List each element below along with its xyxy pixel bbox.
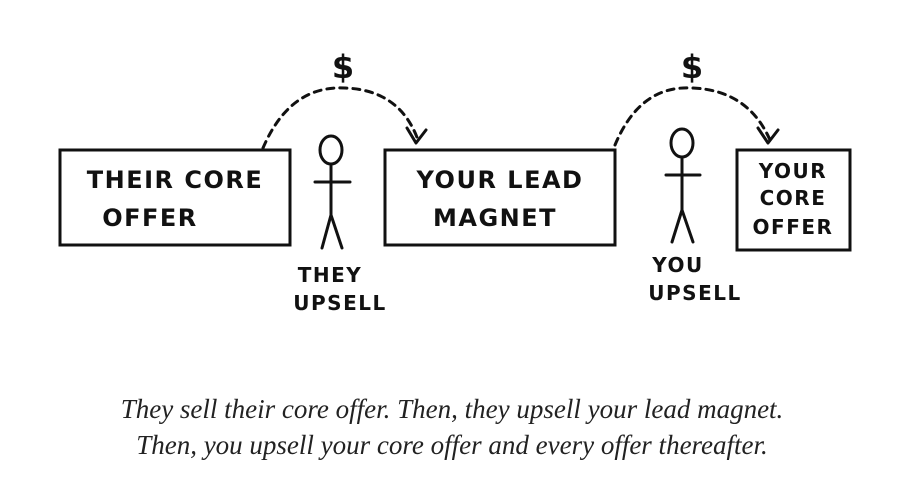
you-upsell-label-line-1: YOU — [651, 253, 704, 277]
upsell-arrow-1: $ — [261, 48, 428, 150]
their-core-offer-line-2: OFFER — [102, 204, 198, 232]
your-core-offer-line-1: YOUR — [758, 159, 827, 183]
your-core-offer-box: YOUR CORE OFFER — [735, 148, 852, 252]
your-lead-magnet-line-1: YOUR LEAD — [416, 166, 584, 194]
caption-line-2: Then, you upsell your core offer and eve… — [136, 430, 768, 460]
their-core-offer-line-1: THEIR CORE — [87, 166, 264, 194]
they-upsell-label-line-2: UPSELL — [293, 291, 386, 315]
your-core-offer-line-2: CORE — [760, 186, 827, 210]
dollar-sign-2: $ — [681, 48, 703, 86]
stick-figure-2-icon — [664, 127, 702, 244]
upsell-arrow-2: $ — [613, 48, 780, 147]
you-upsell-figure: YOU UPSELL — [648, 127, 741, 305]
they-upsell-figure: THEY UPSELL — [293, 134, 386, 315]
your-core-offer-line-3: OFFER — [753, 215, 834, 239]
dollar-sign-1: $ — [332, 48, 354, 86]
you-upsell-label-line-2: UPSELL — [648, 281, 741, 305]
stick-figure-1-icon — [313, 134, 352, 250]
they-upsell-label-line-1: THEY — [298, 263, 363, 287]
their-core-offer-box: THEIR CORE OFFER — [58, 148, 292, 247]
your-lead-magnet-line-2: MAGNET — [433, 204, 557, 232]
caption-line-1: They sell their core offer. Then, they u… — [120, 394, 784, 424]
your-lead-magnet-box: YOUR LEAD MAGNET — [383, 148, 617, 247]
